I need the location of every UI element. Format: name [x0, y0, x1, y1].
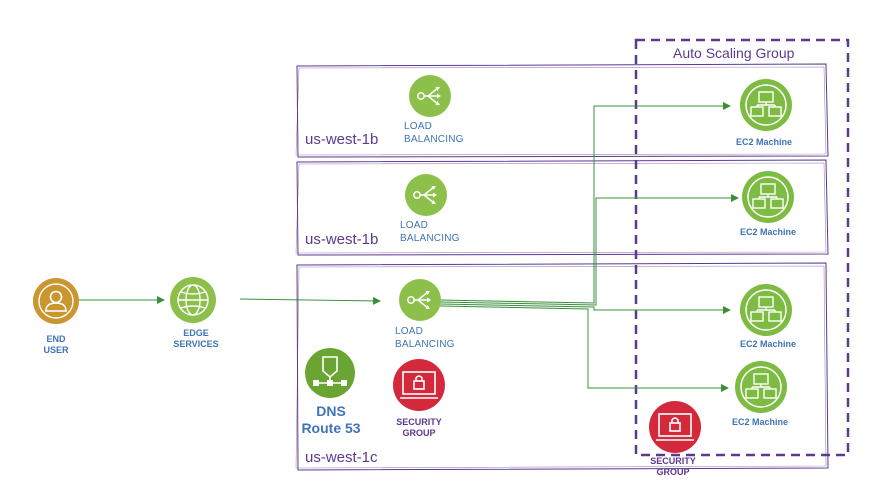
ec2-machine-label-2: EC2 Machine — [740, 227, 797, 237]
ec2-machine-label-3: EC2 Machine — [740, 339, 797, 349]
lb-label-line1: LOAD — [395, 326, 424, 337]
end-user-label-line2: USER — [43, 345, 69, 355]
zone-box-2 — [295, 159, 829, 256]
edge-services-label-line2: SERVICES — [173, 339, 219, 349]
security-group-label-1: SECURITY GROUP — [389, 417, 449, 439]
zone-label-2: us-west-1b — [305, 231, 379, 248]
arrow-lb-to-ec2-1 — [439, 102, 731, 304]
zone-box-1 — [295, 63, 829, 158]
ec2-machine-label-4: EC2 Machine — [732, 417, 789, 427]
edge-services-label-line1: EDGE — [183, 328, 209, 338]
zone-box-3 — [295, 262, 829, 471]
security-group-icon — [393, 359, 445, 411]
auto-scaling-group-label: Auto Scaling Group — [673, 45, 795, 61]
security-group-icon — [649, 401, 701, 453]
dns-label-line1: DNS — [316, 403, 346, 419]
end-user-label-line1: END — [46, 334, 66, 344]
auto-scaling-group-box — [634, 38, 850, 457]
dns-route53-icon — [305, 348, 355, 398]
security-group-label-line1: SECURITY — [650, 456, 696, 466]
dns-route53-label: DNS Route 53 — [298, 403, 364, 437]
load-balancer-label-1: LOAD BALANCING — [404, 120, 464, 146]
load-balancer-label-2: LOAD BALANCING — [400, 219, 460, 245]
ec2-machine-label-1: EC2 Machine — [736, 137, 793, 147]
lb-label-line2: BALANCING — [404, 134, 464, 145]
load-balancer-icon — [405, 174, 447, 216]
edge-services-globe-icon — [170, 277, 216, 323]
dns-label-line2: Route 53 — [301, 420, 361, 436]
connections — [78, 102, 739, 392]
ec2-machine-icon — [742, 171, 794, 223]
arrow-lb-to-ec2-3 — [439, 303, 731, 314]
end-user-label: END USER — [36, 334, 76, 356]
security-group-label-line2: GROUP — [656, 467, 690, 477]
security-group-label-2: SECURITY GROUP — [643, 456, 703, 478]
lb-label-line2: BALANCING — [395, 339, 455, 350]
lb-label-line1: LOAD — [400, 220, 429, 231]
lb-label-line1: LOAD — [404, 121, 433, 132]
load-balancer-icon — [399, 279, 441, 321]
ec2-machine-icon — [740, 284, 792, 336]
zone-label-1: us-west-1b — [305, 131, 379, 148]
ec2-machine-icon — [735, 361, 787, 413]
lb-label-line2: BALANCING — [400, 233, 460, 244]
load-balancer-icon — [409, 75, 451, 117]
edge-services-label: EDGE SERVICES — [164, 328, 228, 350]
load-balancer-label-3: LOAD BALANCING — [395, 325, 455, 351]
zone-label-3: us-west-1c — [305, 449, 378, 466]
arrow-lb-to-ec2-4 — [439, 305, 729, 392]
arrow-lb-to-ec2-2 — [439, 194, 739, 306]
end-user-icon — [33, 278, 79, 324]
security-group-label-line1: SECURITY — [396, 417, 442, 427]
security-group-label-line2: GROUP — [402, 428, 436, 438]
arrow-edge-to-lb — [239, 296, 381, 305]
ec2-machine-icon — [740, 79, 792, 131]
